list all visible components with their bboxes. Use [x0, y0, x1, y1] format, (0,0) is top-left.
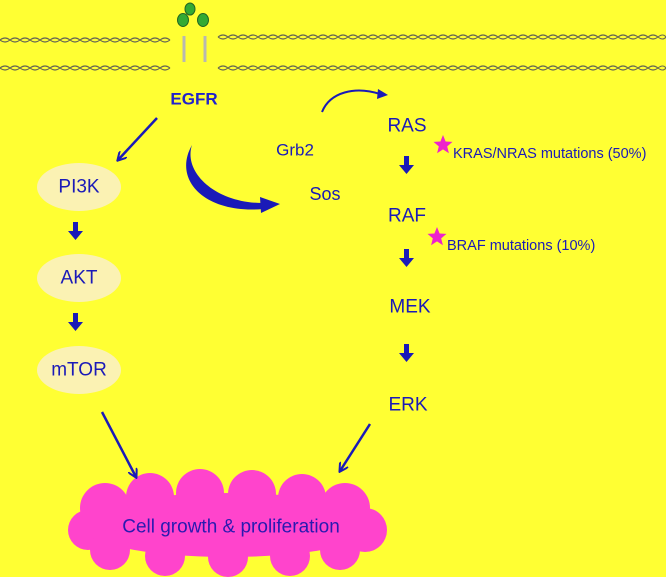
grb2-label: Grb2: [276, 140, 314, 160]
akt-label: AKT: [60, 267, 98, 289]
akt-node: [37, 254, 121, 302]
mtor-node: [37, 346, 121, 394]
mutation-stars: [427, 135, 453, 246]
arrow-egfr-pi3k: [118, 117, 158, 160]
arrow-egfr-sos: [186, 145, 280, 213]
step-arrows: [68, 156, 414, 362]
egfr-label: EGFR: [170, 89, 218, 109]
arrow-akt-mtor: [68, 313, 83, 331]
star-icon: [433, 135, 453, 154]
membrane-lower-right: [217, 65, 666, 71]
mtor-label: mTOR: [51, 359, 107, 381]
cell-membrane: [0, 34, 666, 71]
membrane-upper-left: [0, 37, 171, 43]
erk-label: ERK: [388, 394, 428, 416]
outcome-label: Cell growth & proliferation: [122, 516, 340, 538]
outcome-cloud: [68, 469, 387, 577]
star-icon: [427, 227, 447, 246]
arrow-erk-outcome: [340, 423, 372, 471]
egfr-transmembrane: [182, 36, 207, 62]
pathway-arrows: [100, 117, 372, 477]
membrane-upper-right: [217, 34, 666, 40]
ras-label: RAS: [387, 115, 427, 137]
pi3k-label: PI3K: [58, 176, 100, 198]
raf-label: RAF: [388, 205, 426, 227]
mek-label: MEK: [389, 296, 431, 318]
braf-mutation-label: BRAF mutations (10%): [447, 238, 596, 254]
pi3k-node: [37, 163, 121, 211]
pi3k-nodes: [37, 163, 121, 394]
sos-label: Sos: [309, 184, 341, 204]
arrow-pi3k-akt: [68, 222, 83, 240]
arrow-ras-raf: [399, 156, 414, 174]
arrow-mtor-outcome: [100, 411, 136, 477]
membrane-lower-left: [0, 65, 171, 71]
arrow-mek-erk: [399, 344, 414, 362]
arrow-grb2-ras: [321, 89, 388, 113]
arrow-raf-mek: [399, 249, 414, 267]
ligand-icon: [177, 2, 209, 27]
kras-nras-mutation-label: KRAS/NRAS mutations (50%): [453, 146, 647, 162]
